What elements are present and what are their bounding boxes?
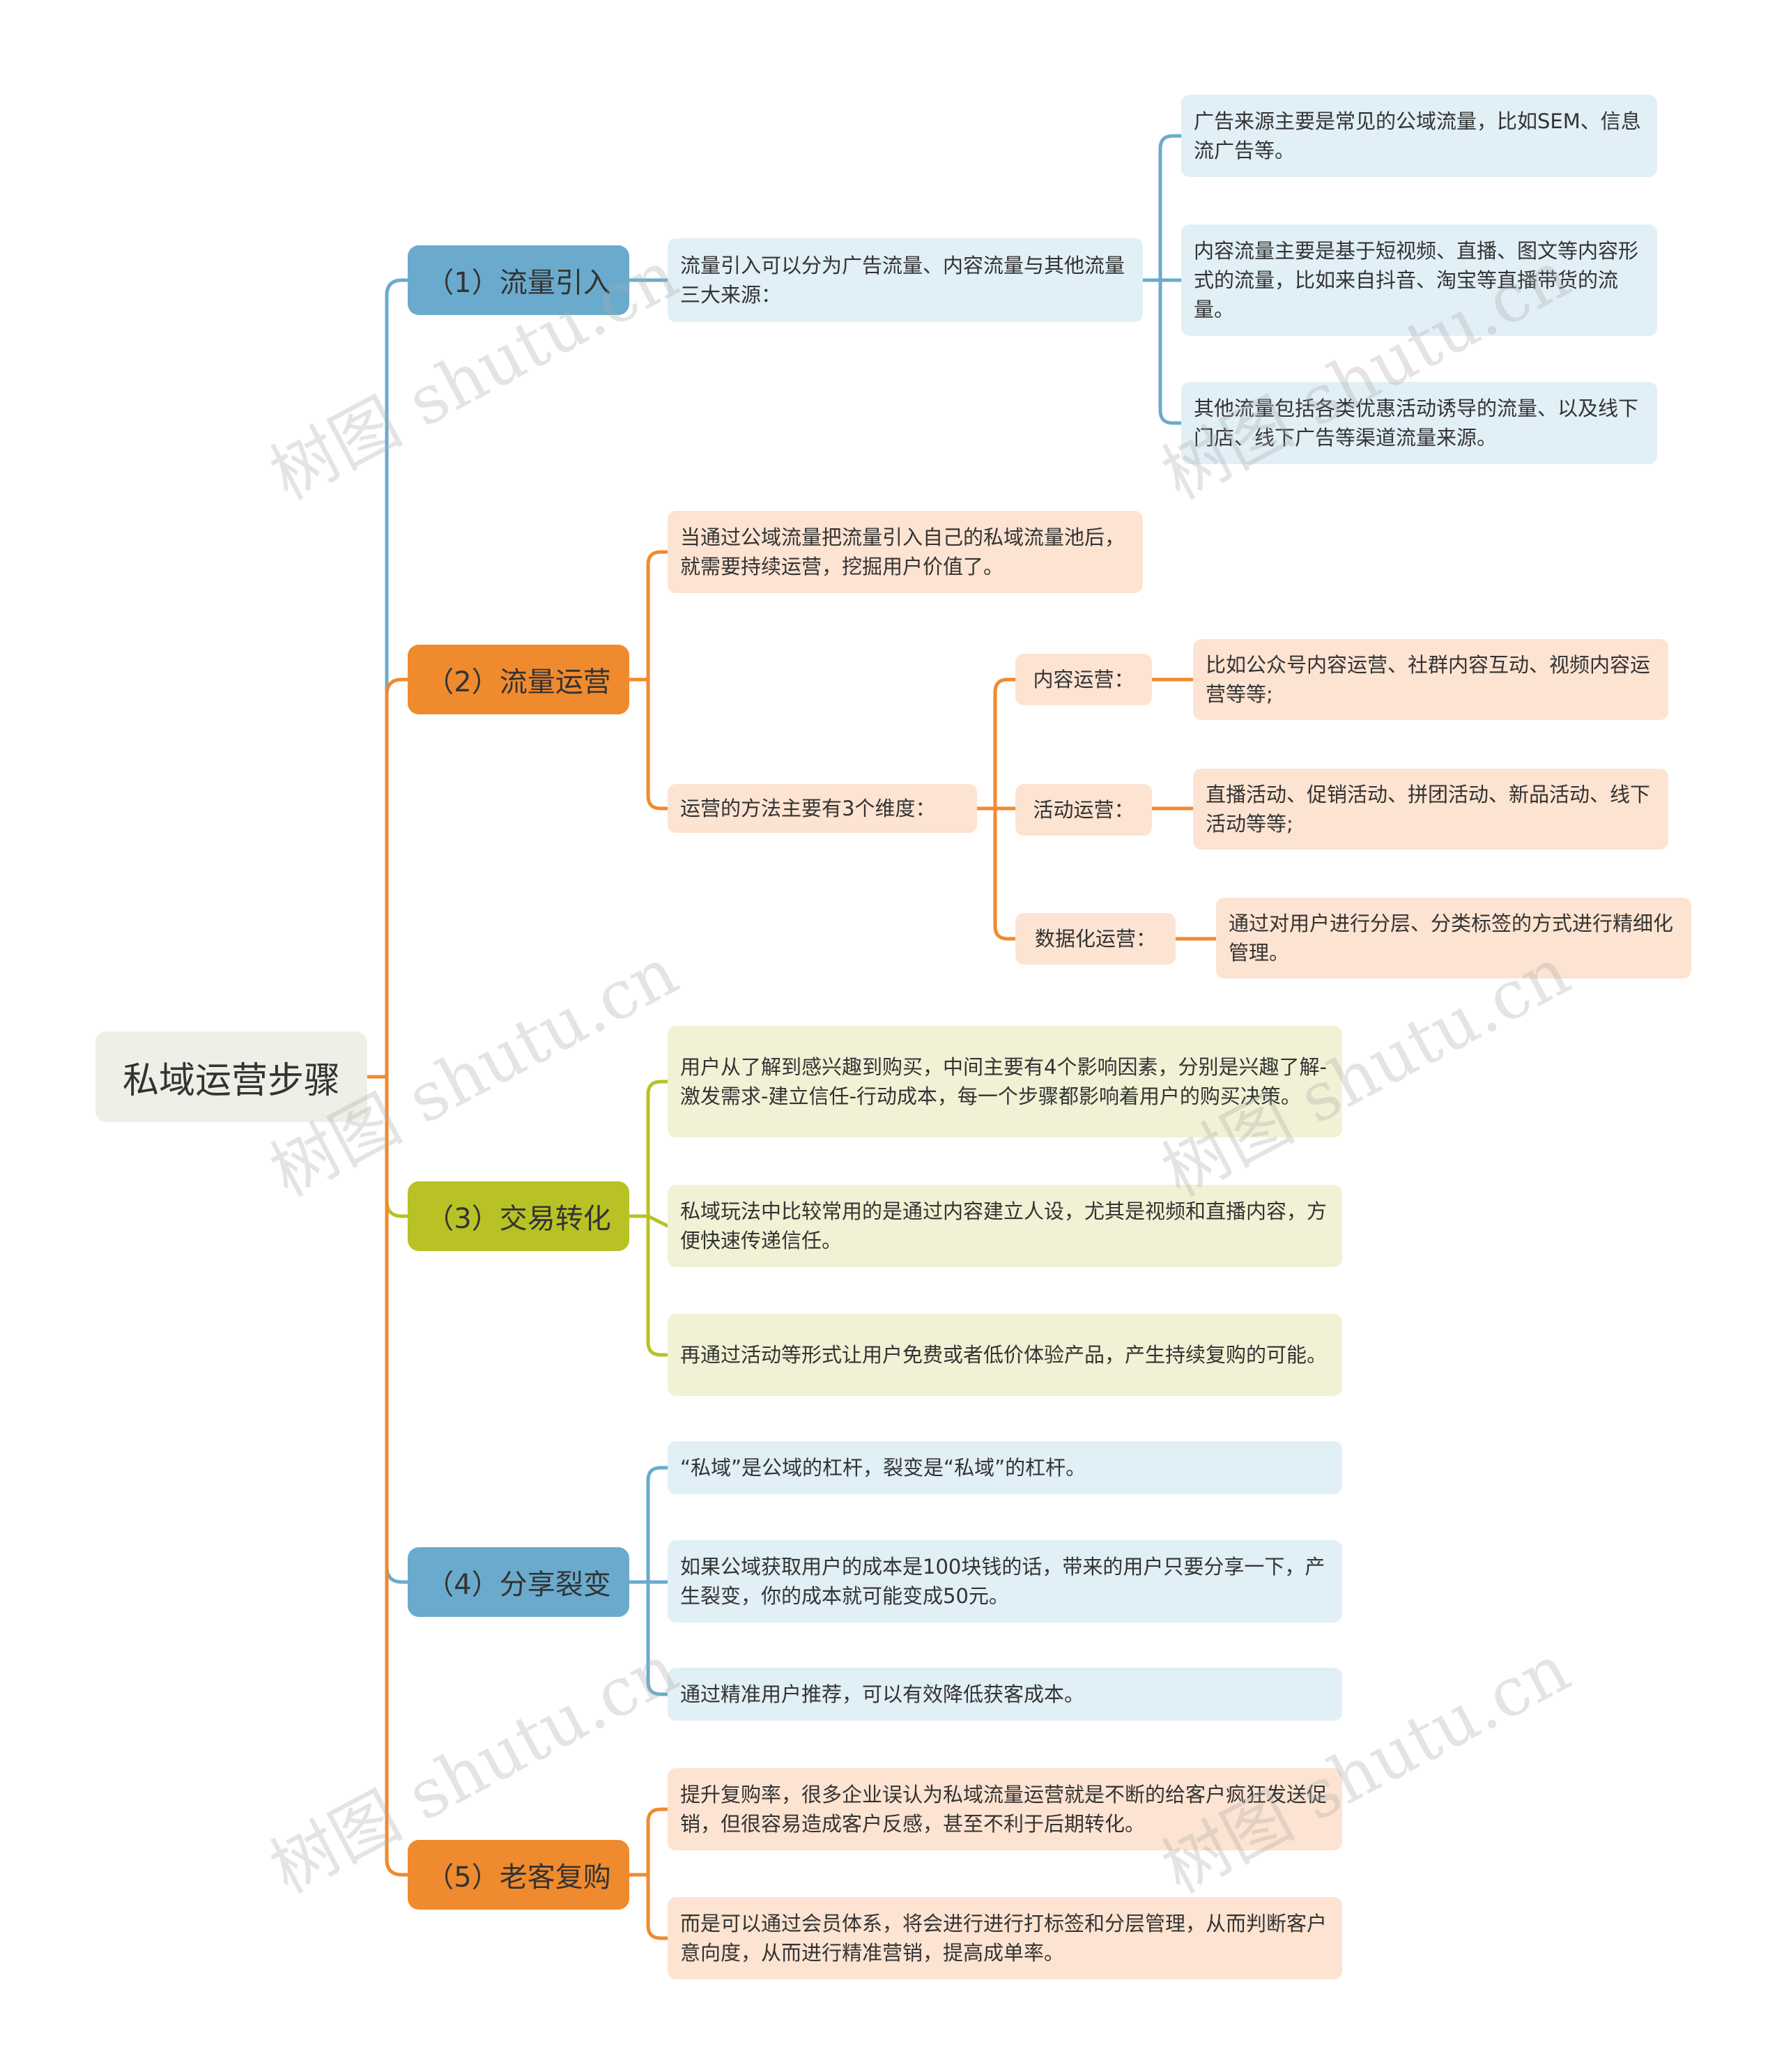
node-text: 内容流量主要是基于短视频、直播、图文等内容形式的流量，比如来自抖音、淘宝等直播带… [1194, 239, 1639, 321]
intro-to-source-3 [1158, 278, 1183, 425]
branch-share-fission[interactable]: （4）分享裂变 [408, 1547, 629, 1617]
fission-referral[interactable]: 通过精准用户推荐，可以有效降低获客成本。 [668, 1668, 1342, 1721]
node-text: 用户从了解到感兴趣到购买，中间主要有4个影响因素，分别是兴趣了解-激发需求-建立… [680, 1055, 1327, 1108]
intro-to-source-1 [1158, 134, 1183, 282]
branch-4-to-item-3 [646, 1580, 670, 1696]
node-text: 活动运营： [1033, 798, 1135, 822]
detail-content-operation[interactable]: 比如公众号内容运营、社群内容互动、视频内容运营等等; [1193, 639, 1668, 720]
trunk-to-branch-2 [385, 677, 410, 1079]
conversion-factors[interactable]: 用户从了解到感兴趣到购买，中间主要有4个影响因素，分别是兴趣了解-激发需求-建立… [668, 1026, 1342, 1137]
operation-intro[interactable]: 当通过公域流量把流量引入自己的私域流量池后，就需要持续运营，挖掘用户价值了。 [668, 511, 1143, 593]
source-other-traffic[interactable]: 其他流量包括各类优惠活动诱导的流量、以及线下门店、线下广告等渠道流量来源。 [1181, 382, 1657, 464]
fission-cost-example[interactable]: 如果公域获取用户的成本是100块钱的话，带来的用户只要分享一下，产生裂变，你的成… [668, 1540, 1342, 1622]
node-text: 其他流量包括各类优惠活动诱导的流量、以及线下门店、线下广告等渠道流量来源。 [1194, 397, 1639, 450]
node-text: 内容运营： [1033, 668, 1135, 691]
node-text: 流量引入可以分为广告流量、内容流量与其他流量三大来源： [680, 254, 1125, 307]
branch-5-to-item-2 [646, 1873, 670, 1940]
detail-data-operation[interactable]: 通过对用户进行分层、分类标签的方式进行精细化管理。 [1216, 898, 1691, 979]
repurchase-membership[interactable]: 而是可以通过会员体系，将会进行进行打标签和分层管理，从而判断客户意向度，从而进行… [668, 1897, 1342, 1979]
branch-label: （3）交易转化 [426, 1203, 611, 1235]
branch-transaction-conversion[interactable]: （3）交易转化 [408, 1181, 629, 1251]
trunk-to-branch-5 [385, 1075, 410, 1877]
branch-4-to-item-1 [646, 1466, 670, 1584]
node-text: 通过对用户进行分层、分类标签的方式进行精细化管理。 [1229, 912, 1674, 965]
branch-repeat-purchase[interactable]: （5）老客复购 [408, 1840, 629, 1910]
method-content-operation[interactable]: 内容运营： [1015, 654, 1152, 705]
node-text: 当通过公域流量把流量引入自己的私域流量池后，就需要持续运营，挖掘用户价值了。 [680, 525, 1125, 578]
node-text: 私域玩法中比较常用的是通过内容建立人设，尤其是视频和直播内容，方便快速传递信任。 [680, 1199, 1328, 1252]
operation-methods[interactable]: 运营的方法主要有3个维度： [668, 784, 977, 833]
branch-2-to-methods [646, 677, 670, 811]
node-text: “私域”是公域的杠杆，裂变是“私域”的杠杆。 [680, 1456, 1086, 1480]
branch-label: （5）老客复购 [426, 1862, 611, 1894]
methods-to-content [993, 677, 1017, 811]
trunk-to-branch-4 [385, 1075, 410, 1584]
node-text: 比如公众号内容运营、社群内容互动、视频内容运营等等; [1206, 653, 1651, 706]
trunk-to-branch-3 [385, 1075, 410, 1218]
source-content-traffic[interactable]: 内容流量主要是基于短视频、直播、图文等内容形式的流量，比如来自抖音、淘宝等直播带… [1181, 224, 1657, 336]
node-text: 再通过活动等形式让用户免费或者低价体验产品，产生持续复购的可能。 [680, 1343, 1328, 1367]
node-text: 而是可以通过会员体系，将会进行进行打标签和分层管理，从而判断客户意向度，从而进行… [680, 1912, 1328, 1965]
node-text: 如果公域获取用户的成本是100块钱的话，带来的用户只要分享一下，产生裂变，你的成… [680, 1555, 1325, 1608]
repurchase-mistake[interactable]: 提升复购率，很多企业误认为私域流量运营就是不断的给客户疯狂发送促销，但很容易造成… [668, 1768, 1342, 1850]
branch-2-to-intro [646, 550, 670, 682]
methods-to-data [993, 806, 1017, 941]
node-text: 运营的方法主要有3个维度： [680, 797, 936, 820]
branch-3-to-item-1 [646, 1080, 670, 1218]
root-node[interactable]: 私域运营步骤 [95, 1031, 367, 1122]
method-activity-operation[interactable]: 活动运营： [1015, 784, 1152, 836]
branch-label: （1）流量引入 [426, 267, 611, 299]
node-text: 数据化运营： [1034, 927, 1156, 951]
traffic-sources-intro[interactable]: 流量引入可以分为广告流量、内容流量与其他流量三大来源： [668, 238, 1143, 322]
branch-3-to-item-3 [646, 1214, 670, 1357]
branch-3-to-item-2 [646, 1214, 670, 1228]
node-text: 广告来源主要是常见的公域流量，比如SEM、信息流广告等。 [1194, 109, 1641, 162]
fission-leverage[interactable]: “私域”是公域的杠杆，裂变是“私域”的杠杆。 [668, 1441, 1342, 1494]
branch-label: （4）分享裂变 [426, 1569, 611, 1601]
method-data-operation[interactable]: 数据化运营： [1015, 913, 1176, 965]
node-text: 通过精准用户推荐，可以有效降低获客成本。 [680, 1682, 1085, 1706]
conversion-persona[interactable]: 私域玩法中比较常用的是通过内容建立人设，尤其是视频和直播内容，方便快速传递信任。 [668, 1185, 1342, 1267]
trunk-to-branch-1 [385, 278, 410, 1079]
conversion-trial[interactable]: 再通过活动等形式让用户免费或者低价体验产品，产生持续复购的可能。 [668, 1314, 1342, 1396]
root-label: 私域运营步骤 [122, 1059, 340, 1102]
detail-activity-operation[interactable]: 直播活动、促销活动、拼团活动、新品活动、线下活动等等; [1193, 769, 1668, 850]
branch-traffic-operation[interactable]: （2）流量运营 [408, 645, 629, 714]
branch-label: （2）流量运营 [426, 666, 611, 698]
branch-traffic-acquisition[interactable]: （1）流量引入 [408, 245, 629, 315]
branch-5-to-item-1 [646, 1807, 670, 1877]
node-text: 直播活动、促销活动、拼团活动、新品活动、线下活动等等; [1206, 783, 1651, 836]
node-text: 提升复购率，很多企业误认为私域流量运营就是不断的给客户疯狂发送促销，但很容易造成… [680, 1783, 1328, 1836]
source-ad-traffic[interactable]: 广告来源主要是常见的公域流量，比如SEM、信息流广告等。 [1181, 95, 1657, 177]
